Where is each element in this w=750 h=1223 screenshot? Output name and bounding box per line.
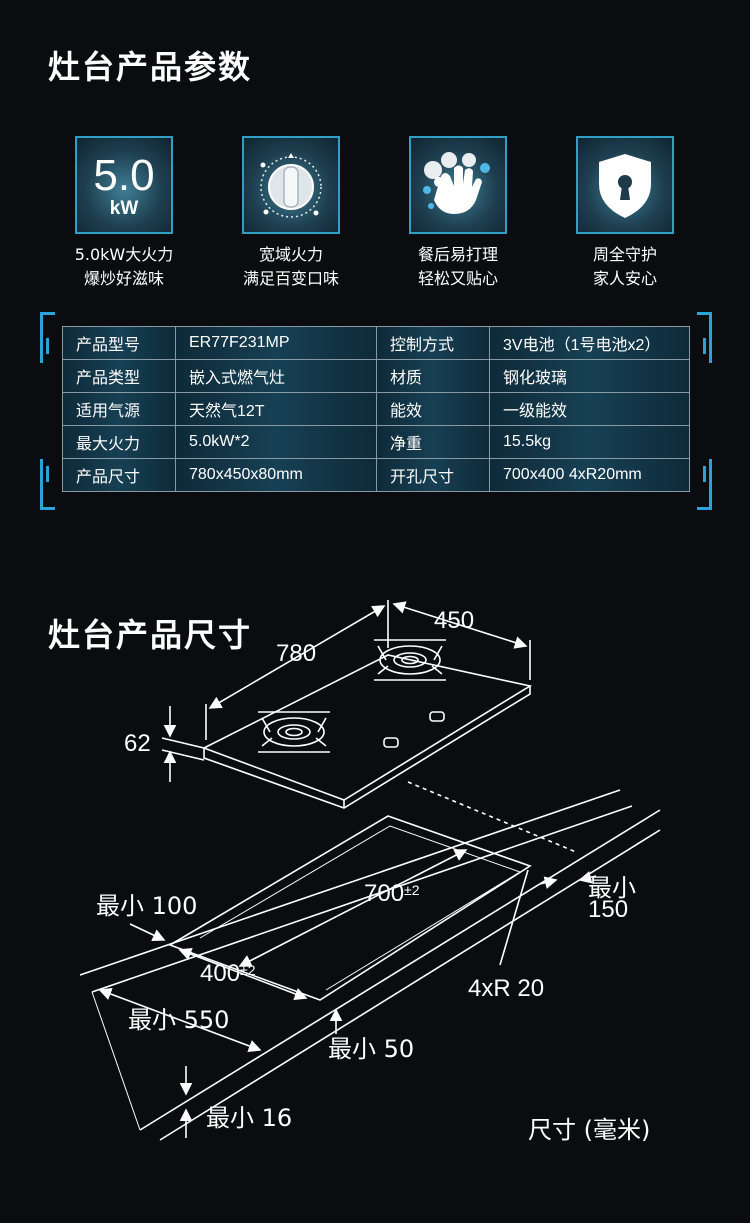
spec-table: 产品型号 ER77F231MP 控制方式 3V电池（1号电池x2） 产品类型 嵌… (62, 326, 690, 492)
dim-min-50: 最小 50 (328, 1035, 415, 1063)
dim-700-value: 700 (364, 880, 405, 907)
spec-key: 适用气源 (62, 392, 176, 426)
spec-table-frame: 产品型号 ER77F231MP 控制方式 3V电池（1号电池x2） 产品类型 嵌… (40, 312, 712, 510)
dim-400-value: 400 (200, 960, 241, 987)
spec-key: 开孔尺寸 (376, 458, 490, 492)
spec-value: 天然气12T (175, 392, 377, 426)
feature-caption-line1: 周全守护 (592, 245, 657, 264)
frame-dash (46, 338, 49, 354)
spec-key: 产品类型 (62, 359, 176, 393)
spec-value: 钢化玻璃 (489, 359, 690, 393)
worktop (79, 789, 621, 976)
burner-left (258, 711, 330, 753)
washing-hand-icon (409, 136, 507, 234)
spec-value: 3V电池（1号电池x2） (489, 326, 690, 360)
dim-min-150-label: 最小 (588, 874, 636, 902)
frame-corner (40, 312, 55, 363)
frame-corner (40, 459, 55, 510)
table-row: 产品型号 ER77F231MP 控制方式 3V电池（1号电池x2） (62, 326, 690, 360)
spec-key: 产品尺寸 (62, 458, 176, 492)
frame-dash (703, 466, 706, 482)
power-value: 5.0 (93, 151, 155, 200)
frame-dash (703, 338, 706, 354)
feature-caption-line1: 餐后易打理 (417, 245, 498, 264)
table-row: 产品类型 嵌入式燃气灶 材质 钢化玻璃 (62, 359, 690, 393)
spec-value: 15.5kg (489, 425, 690, 459)
feature-caption-line2: 爆炒好滋味 (83, 269, 164, 288)
dim-min-150-value: 150 (588, 896, 629, 923)
power-5kw-icon: 5.0 kW (75, 136, 173, 234)
spec-value: 780x450x80mm (175, 458, 377, 492)
power-unit: kW (109, 198, 139, 219)
hob-glass (202, 654, 533, 801)
knob-icon (242, 136, 340, 234)
spec-value: 700x400 4xR20mm (489, 458, 690, 492)
shield-lock-icon (576, 136, 674, 234)
feature-safety: 周全守护 家人安心 (545, 136, 705, 291)
spec-key: 产品型号 (62, 326, 176, 360)
dim-450: 450 (434, 607, 475, 634)
dim-62: 62 (124, 730, 151, 757)
dim-min-16: 最小 16 (206, 1104, 293, 1132)
dim-700-tolerance: ±2 (404, 882, 420, 898)
spec-value: ER77F231MP (175, 326, 377, 360)
feature-caption-line1: 5.0kW大火力 (74, 245, 174, 264)
spec-key: 最大火力 (62, 425, 176, 459)
feature-caption-line2: 家人安心 (592, 269, 657, 288)
spec-key: 能效 (376, 392, 490, 426)
dim-400-tolerance: ±2 (240, 962, 256, 978)
dim-700: 700±2 (364, 880, 420, 908)
knob (383, 737, 399, 748)
knob (429, 711, 445, 722)
dim-min-100: 最小 100 (96, 892, 198, 920)
feature-caption-line2: 满足百变口味 (242, 269, 339, 288)
dim-min-550: 最小 550 (128, 1006, 230, 1034)
feature-power: 5.0 kW 5.0kW大火力 爆炒好滋味 (44, 136, 204, 291)
section-title-params: 灶台产品参数 (48, 48, 253, 86)
frame-dash (46, 466, 49, 482)
feature-easy-clean: 餐后易打理 轻松又贴心 (378, 136, 538, 291)
unit-note: 尺寸 (毫米) (528, 1116, 651, 1144)
spec-key: 控制方式 (376, 326, 490, 360)
dim-radius: 4xR 20 (468, 975, 545, 1002)
frame-corner (697, 459, 712, 510)
dim-780: 780 (276, 640, 317, 667)
feature-caption-line1: 宽域火力 (258, 245, 323, 264)
table-row: 产品尺寸 780x450x80mm 开孔尺寸 700x400 4xR20mm (62, 458, 690, 492)
frame-corner (697, 312, 712, 363)
feature-caption-line2: 轻松又贴心 (417, 269, 498, 288)
spec-value: 嵌入式燃气灶 (175, 359, 377, 393)
dim-400: 400±2 (200, 960, 256, 988)
feature-knob: 宽域火力 满足百变口味 (211, 136, 371, 291)
